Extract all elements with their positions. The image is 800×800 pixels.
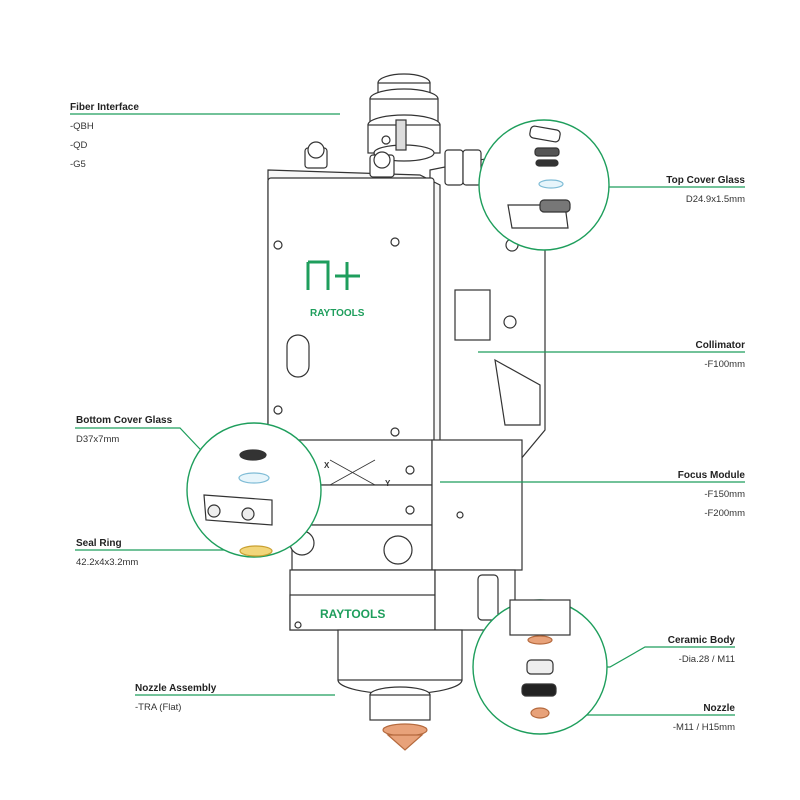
callout-title: Fiber Interface [70, 102, 139, 113]
callout-title: Top Cover Glass [666, 175, 745, 186]
callout-item: D24.9x1.5mm [685, 194, 745, 205]
bottom-cover-glass-parts [203, 449, 273, 557]
top-connectors [304, 141, 482, 186]
callout-title: Focus Module [677, 470, 745, 481]
axis-x-label: X [324, 461, 330, 470]
callout-item: -QBH [70, 121, 94, 132]
callout-title: Nozzle Assembly [135, 683, 217, 694]
callout-item: -F200mm [704, 508, 745, 519]
callout-item: -Dia.28 / M11 [678, 654, 735, 665]
axis-y-label: Y [385, 479, 391, 488]
collimator-cover [267, 169, 441, 446]
callout-ceramic-body: Ceramic Body -Dia.28 / M11 [590, 631, 735, 669]
callout-title: Nozzle [703, 703, 735, 714]
device-brand-label: RAYTOOLS [310, 308, 365, 319]
fiber-connector [367, 73, 441, 162]
top-cover-glass-parts [507, 125, 571, 229]
callout-item: -TRA (Flat) [135, 702, 182, 713]
callout-collimator: Collimator -F100mm [600, 336, 745, 374]
callout-title: Seal Ring [76, 538, 122, 549]
callout-item: -F150mm [704, 489, 745, 500]
callout-seal-ring: Seal Ring 42.2x4x3.2mm [76, 534, 138, 572]
callout-fiber-interface: Fiber Interface -QBH -QD -G5 [70, 98, 139, 174]
callout-item: -F100mm [704, 359, 745, 370]
callout-item: 42.2x4x3.2mm [76, 557, 139, 568]
callout-title: Bottom Cover Glass [76, 415, 173, 426]
callout-item: -G5 [70, 159, 86, 170]
nozzle-parts [509, 599, 571, 719]
lower-modules [289, 439, 523, 571]
callout-nozzle-assembly: Nozzle Assembly -TRA (Flat) [135, 679, 216, 717]
bottom-cover-glass-circle [186, 422, 322, 558]
callout-top-cover-glass: Top Cover Glass D24.9x1.5mm [600, 171, 745, 209]
lower-brand-label: RAYTOOLS [320, 607, 385, 621]
callout-focus-module: Focus Module -F150mm -F200mm [600, 466, 745, 523]
callout-title: Ceramic Body [667, 635, 735, 646]
callout-item: -QD [70, 140, 88, 151]
callout-nozzle: Nozzle -M11 / H15mm [590, 699, 735, 737]
callout-item: -M11 / H15mm [672, 722, 735, 733]
callout-bottom-cover-glass: Bottom Cover Glass D37x7mm [76, 411, 172, 449]
raytools-logo-icon [306, 260, 360, 290]
callout-item: D37x7mm [76, 434, 120, 445]
callout-title: Collimator [695, 340, 745, 351]
